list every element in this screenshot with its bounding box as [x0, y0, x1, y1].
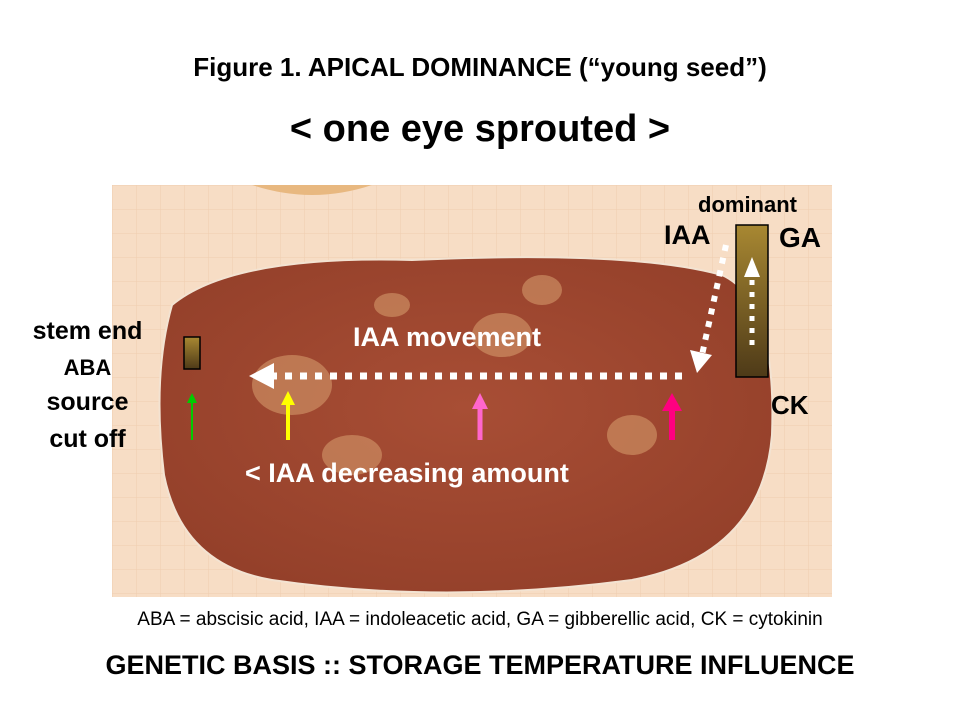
tuber-fragment [252, 185, 372, 195]
label-iaa-decreasing: < IAA decreasing amount [245, 458, 569, 488]
figure-subtitle: < one eye sprouted > [289, 108, 671, 150]
green-arrow [187, 393, 197, 440]
label-aba: ABA [63, 355, 112, 380]
potato-body [158, 256, 774, 594]
label-ck: CK [771, 390, 809, 420]
dominant-ga-bar [735, 224, 769, 378]
label-cut-off: cut off [49, 425, 126, 453]
label-source: source [46, 388, 129, 416]
label-iaa-movement: IAA movement [353, 322, 542, 352]
abbreviation-legend: ABA = abscisic acid, IAA = indoleacetic … [137, 609, 823, 630]
pink-arrow [472, 393, 488, 440]
figure-title: Figure 1. APICAL DOMINANCE (“young seed”… [193, 52, 767, 82]
label-ga: GA [779, 222, 821, 253]
ga-arrowhead [744, 257, 760, 277]
iaa-diagonal-arrow [699, 244, 729, 356]
aba-bar [183, 336, 201, 370]
label-iaa-top: IAA [664, 220, 711, 250]
magenta-arrow [662, 393, 682, 440]
iaa-diagonal-arrowhead [690, 350, 712, 373]
potato-spots [252, 275, 657, 475]
potato-tuber-illustration [112, 185, 832, 597]
iaa-movement-arrowhead [249, 363, 274, 389]
yellow-arrow [281, 391, 295, 440]
label-dominant: dominant [698, 192, 797, 217]
footer-heading: GENETIC BASIS :: STORAGE TEMPERATURE INF… [105, 650, 855, 680]
label-stem-end: stem end [32, 317, 143, 345]
